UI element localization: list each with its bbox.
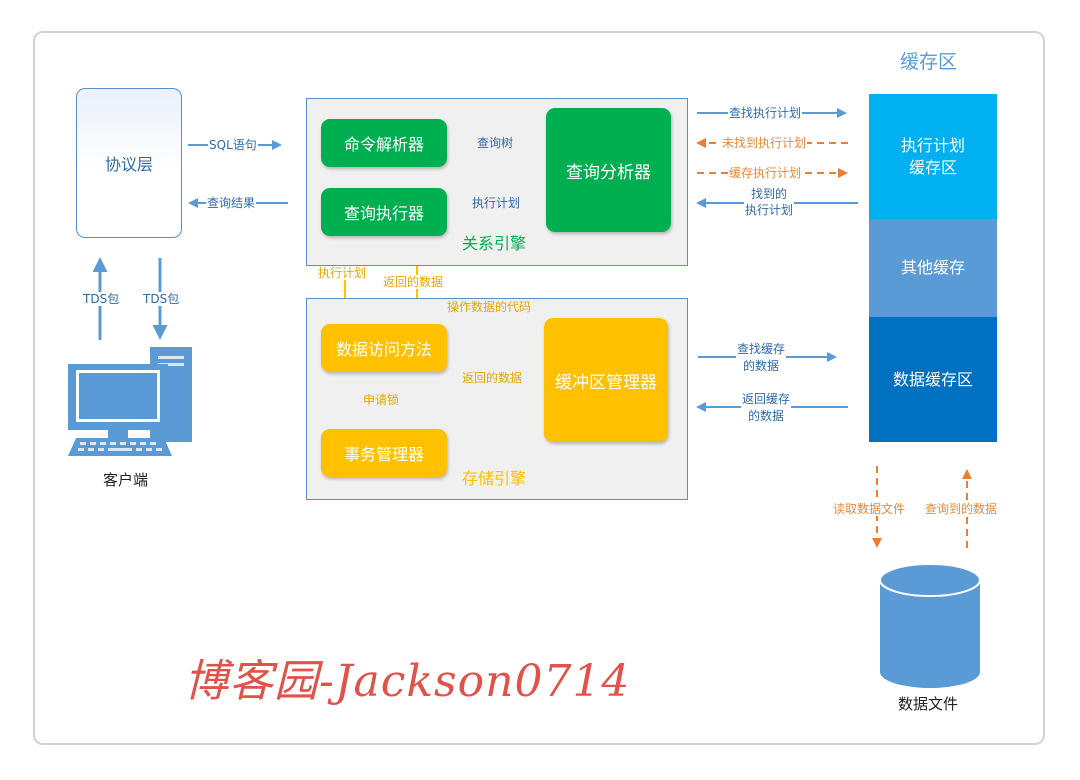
data-op-code-label: 操作数据的代码: [446, 300, 533, 314]
command-parser-box: 命令解析器: [321, 119, 447, 167]
query-executor-box: 查询执行器: [321, 188, 447, 236]
data-access-label: 数据访问方法: [335, 340, 432, 359]
query-analyzer-box: 查询分析器: [546, 108, 671, 232]
command-parser-label: 命令解析器: [343, 135, 424, 154]
request-lock-label: 申请锁: [362, 393, 401, 407]
computer-icon: [68, 347, 192, 456]
queried-data-label: 查询到的数据: [924, 502, 999, 516]
other-cache-block: 其他缓存: [869, 219, 997, 317]
client-label: 客户端: [103, 471, 149, 489]
find-plan-label: 查找执行计划: [728, 106, 803, 120]
tds-up-label: TDS包: [82, 292, 121, 306]
sql-statement-label: SQL语句: [208, 138, 258, 152]
relational-engine-title: 关系引擎: [462, 234, 527, 253]
plan-cache-label: 执行计划 缓存区: [900, 135, 965, 177]
read-data-file-label: 读取数据文件: [832, 502, 907, 516]
protocol-layer-box: 协议层: [76, 88, 182, 238]
data-access-box: 数据访问方法: [321, 324, 447, 372]
returned-data-up-label: 返回的数据: [382, 275, 445, 289]
exec-plan-down-label: 执行计划: [317, 266, 368, 280]
buffer-manager-label: 缓冲区管理器: [555, 372, 657, 393]
cache-title: 缓存区: [900, 51, 958, 73]
return-cached-data-label: 返回缓存 的数据: [741, 391, 792, 425]
returned-data-label: 返回的数据: [461, 371, 524, 385]
found-plan-label: 找到的 执行计划: [744, 186, 795, 218]
transaction-manager-box: 事务管理器: [321, 429, 447, 477]
transaction-manager-label: 事务管理器: [343, 445, 424, 464]
protocol-layer-label: 协议层: [104, 155, 153, 174]
storage-engine-title: 存储引擎: [462, 469, 527, 488]
data-cache-block: 数据缓存区: [869, 317, 997, 442]
cache-plan-label: 缓存执行计划: [728, 166, 803, 180]
data-file-label: 数据文件: [898, 695, 959, 713]
plan-cache-block: 执行计划 缓存区: [869, 94, 997, 219]
tds-down-label: TDS包: [142, 292, 181, 306]
query-result-label: 查询结果: [206, 196, 257, 210]
data-cache-label: 数据缓存区: [892, 369, 973, 389]
query-tree-label: 查询树: [476, 136, 515, 150]
query-executor-label: 查询执行器: [343, 204, 424, 223]
other-cache-label: 其他缓存: [900, 258, 965, 277]
plan-not-found-label: 未找到执行计划: [721, 136, 808, 150]
buffer-manager-box: 缓冲区管理器: [544, 318, 668, 442]
exec-plan-label: 执行计划: [471, 196, 522, 210]
find-cached-data-label: 查找缓存 的数据: [736, 341, 787, 375]
database-icon: [879, 563, 981, 688]
query-analyzer-label: 查询分析器: [566, 162, 651, 183]
watermark: 博客园-Jackson0714: [184, 656, 631, 707]
